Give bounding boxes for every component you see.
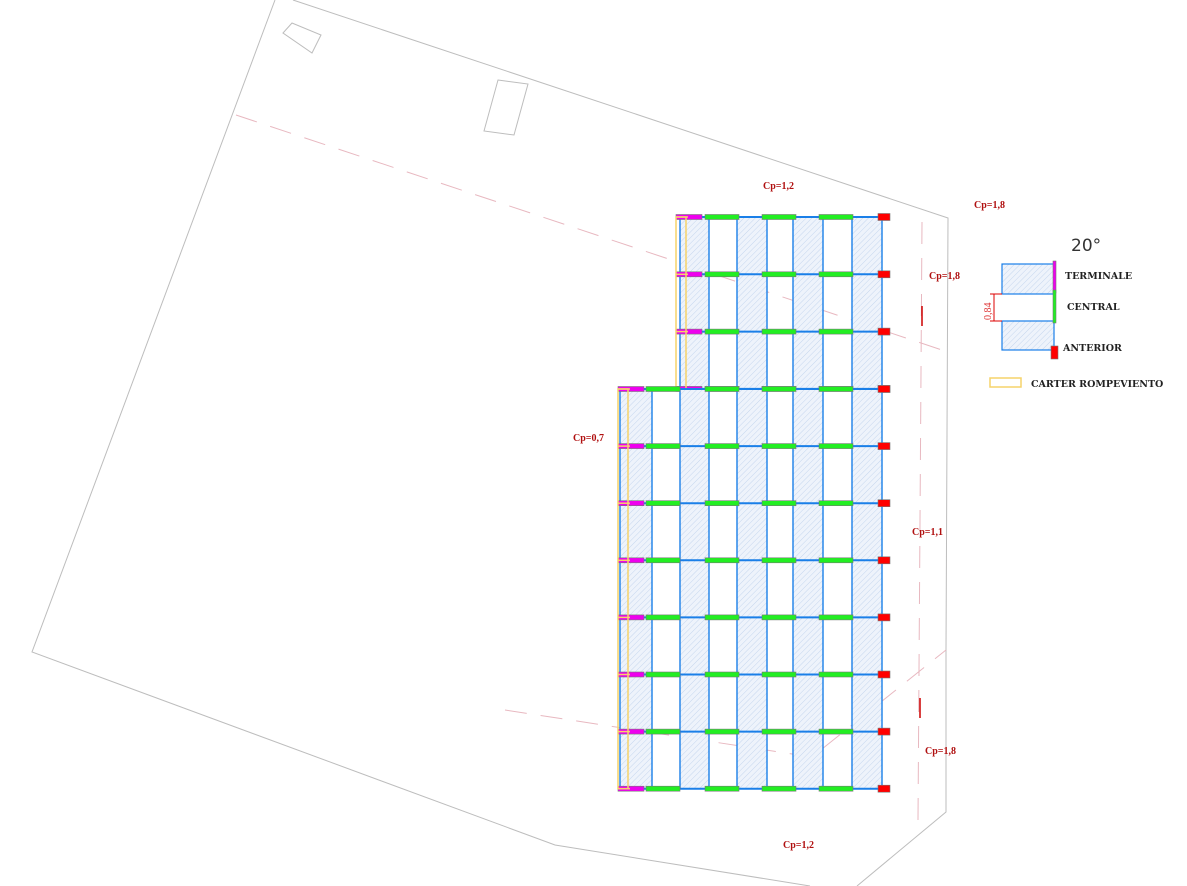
central-profile	[704, 443, 740, 449]
central-profile	[818, 328, 854, 335]
central-profile	[818, 728, 854, 735]
cp-label-south: Cp=1,2	[783, 840, 814, 851]
legend-angle: 20°	[1071, 236, 1101, 256]
central-profile	[761, 728, 797, 735]
central-profile	[704, 500, 740, 507]
upper-array-panel-column	[793, 217, 823, 389]
site-feature-rect	[483, 79, 529, 136]
cp-label-northeast-corner: Cp=1,8	[974, 200, 1005, 211]
central-profile	[761, 328, 797, 335]
legend-panel-bottom	[1001, 320, 1055, 351]
legend-anterior-swatch	[1050, 345, 1059, 360]
solar-arrays	[617, 213, 891, 793]
central-profile	[818, 214, 854, 220]
central-profile	[761, 500, 797, 507]
central-profile	[704, 386, 740, 392]
legend-central-label: CENTRAL	[1067, 302, 1120, 313]
anterior-profile	[877, 327, 891, 336]
central-profile	[761, 443, 797, 449]
anterior-profile	[877, 499, 891, 508]
cp-label-east-top: Cp=1,8	[929, 271, 960, 282]
anterior-profile	[877, 556, 891, 565]
central-profile	[761, 671, 797, 678]
central-profile	[761, 386, 797, 392]
lower-array-panel-column	[852, 389, 882, 789]
central-profile	[704, 614, 740, 621]
central-profile	[818, 785, 854, 792]
central-profile	[645, 671, 681, 678]
central-profile	[704, 271, 740, 278]
cp-label-east-middle: Cp=1,1	[912, 527, 943, 538]
central-profile	[761, 785, 797, 792]
central-profile	[818, 271, 854, 278]
anterior-profile	[877, 213, 891, 221]
central-profile	[818, 443, 854, 449]
central-profile	[704, 671, 740, 678]
lower-array-panel-column	[737, 389, 767, 789]
central-profile	[645, 557, 681, 564]
anterior-profile	[877, 784, 891, 793]
legend-anterior-label: ANTERIOR	[1062, 343, 1122, 354]
legend-spacing: 0,84	[983, 303, 994, 321]
central-profile	[761, 214, 797, 220]
central-profile	[645, 500, 681, 507]
central-profile	[645, 785, 681, 792]
legend-carter-swatch	[989, 377, 1022, 388]
central-profile	[645, 728, 681, 735]
wind-zone-lines	[235, 114, 949, 821]
site-feature-rect	[282, 22, 322, 54]
central-profile	[818, 614, 854, 621]
cp-label-north: Cp=1,2	[763, 181, 794, 192]
legend-terminale-swatch	[1052, 260, 1057, 294]
anterior-profile	[877, 385, 891, 393]
wind-labels: Cp=1,2 Cp=1,8 Cp=1,8 Cp=0,7 Cp=1,1 Cp=1,…	[573, 181, 1005, 851]
central-profile	[704, 785, 740, 792]
legend-carter-label: CARTER ROMPEVIENTO	[1031, 379, 1163, 390]
upper-array-panel-column	[680, 217, 709, 389]
lower-array-carter-rompeviento	[617, 388, 629, 790]
cp-label-west: Cp=0,7	[573, 433, 604, 444]
central-profile	[818, 557, 854, 564]
central-profile	[818, 386, 854, 392]
central-profile	[761, 271, 797, 278]
central-profile	[761, 614, 797, 621]
upper-array-panel-column	[852, 217, 882, 389]
central-profile	[704, 214, 740, 220]
anterior-profile	[877, 727, 891, 736]
legend-terminale-label: TERMINALE	[1065, 271, 1132, 282]
anterior-profile	[877, 270, 891, 279]
anterior-profile	[877, 442, 891, 450]
central-profile	[645, 614, 681, 621]
lower-array-panel-column	[680, 389, 709, 789]
anterior-profile	[877, 670, 891, 679]
central-profile	[645, 386, 681, 392]
central-profile	[645, 443, 681, 449]
central-profile	[818, 671, 854, 678]
central-profile	[704, 728, 740, 735]
central-profile	[761, 557, 797, 564]
cp-label-east-bottom: Cp=1,8	[925, 746, 956, 757]
legend-dimension	[990, 293, 1002, 322]
legend-panel-top	[1001, 263, 1055, 295]
central-profile	[704, 328, 740, 335]
central-profile	[704, 557, 740, 564]
lower-array-panel-column	[620, 389, 652, 789]
lower-array-panel-column	[793, 389, 823, 789]
anterior-profile	[877, 613, 891, 622]
legend-central-swatch	[1052, 289, 1057, 324]
legend: 20° 0,84 TERMINALE CENTRAL ANTERIOR CART…	[983, 236, 1163, 390]
central-profile	[818, 500, 854, 507]
upper-array-panel-column	[737, 217, 767, 389]
wind-zone-ticks	[919, 306, 923, 718]
